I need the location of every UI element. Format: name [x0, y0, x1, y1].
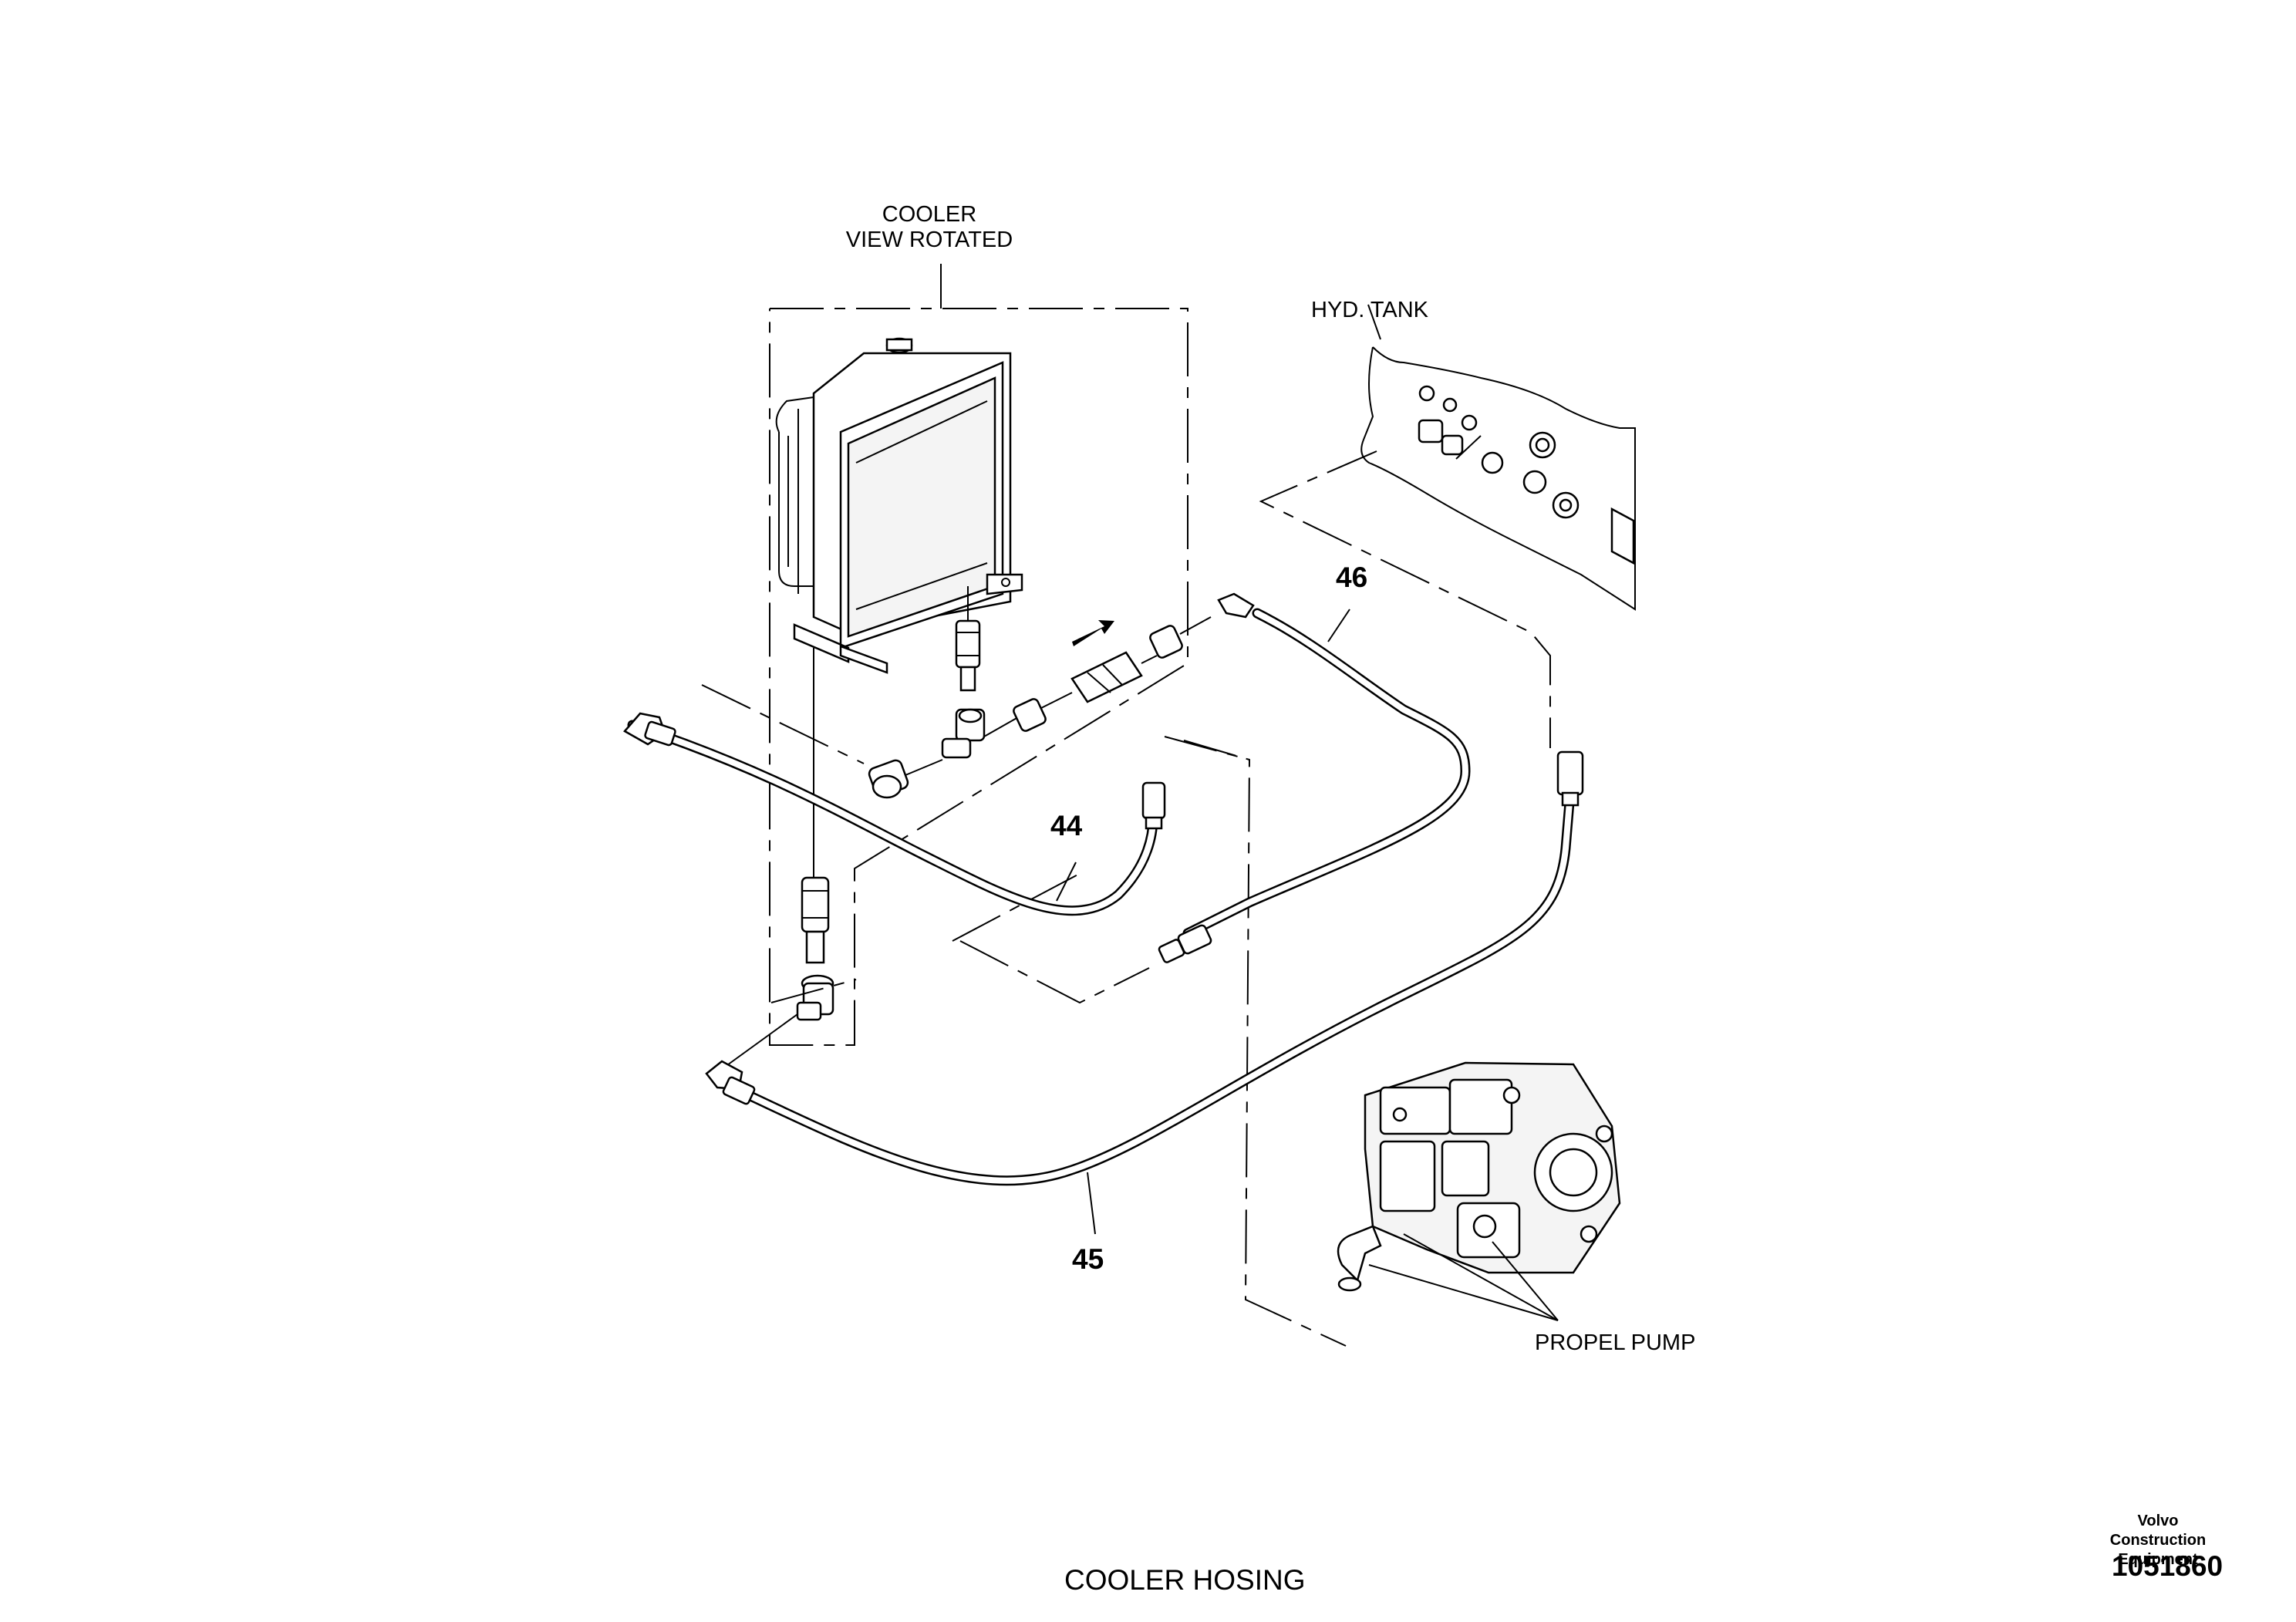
lower-tee-fitting — [721, 648, 834, 1070]
item-number-46: 46 — [1336, 561, 1368, 593]
item-number-44: 44 — [1050, 810, 1083, 841]
item-number-45: 45 — [1072, 1243, 1104, 1275]
cooler-label-line2: VIEW ROTATED — [845, 228, 1013, 253]
cooler-fittings — [868, 586, 1212, 799]
hyd-tank-label: HYD. TANK — [1311, 298, 1429, 322]
brand-line1: Volvo Construction — [2109, 1512, 2207, 1549]
brand-line2: Equipment — [2118, 1551, 2198, 1568]
hose-45 — [705, 750, 1584, 1186]
item-leaders — [1056, 609, 1559, 1321]
hydraulic-tank — [1360, 304, 1636, 611]
cooler-view-boundary — [769, 264, 1188, 1046]
connection-leader-lines — [701, 450, 1551, 1347]
hose-46 — [1158, 592, 1471, 963]
propel-pump-label: PROPEL PUMP — [1535, 1330, 1696, 1355]
propel-pump — [1337, 1061, 1621, 1292]
cooler-label-line1: COOLER — [882, 202, 977, 227]
hose-44 — [623, 712, 1166, 916]
brand-block: Volvo Construction Equipment — [2096, 1512, 2220, 1570]
oil-cooler — [775, 337, 1023, 674]
document-number: 1051860 — [2112, 1550, 2224, 1582]
cooler-label: COOLER VIEW ROTATED — [829, 202, 1030, 254]
flow-arrow-icon — [1072, 620, 1114, 646]
diagram-title: COOLER HOSING — [1064, 1564, 1306, 1596]
